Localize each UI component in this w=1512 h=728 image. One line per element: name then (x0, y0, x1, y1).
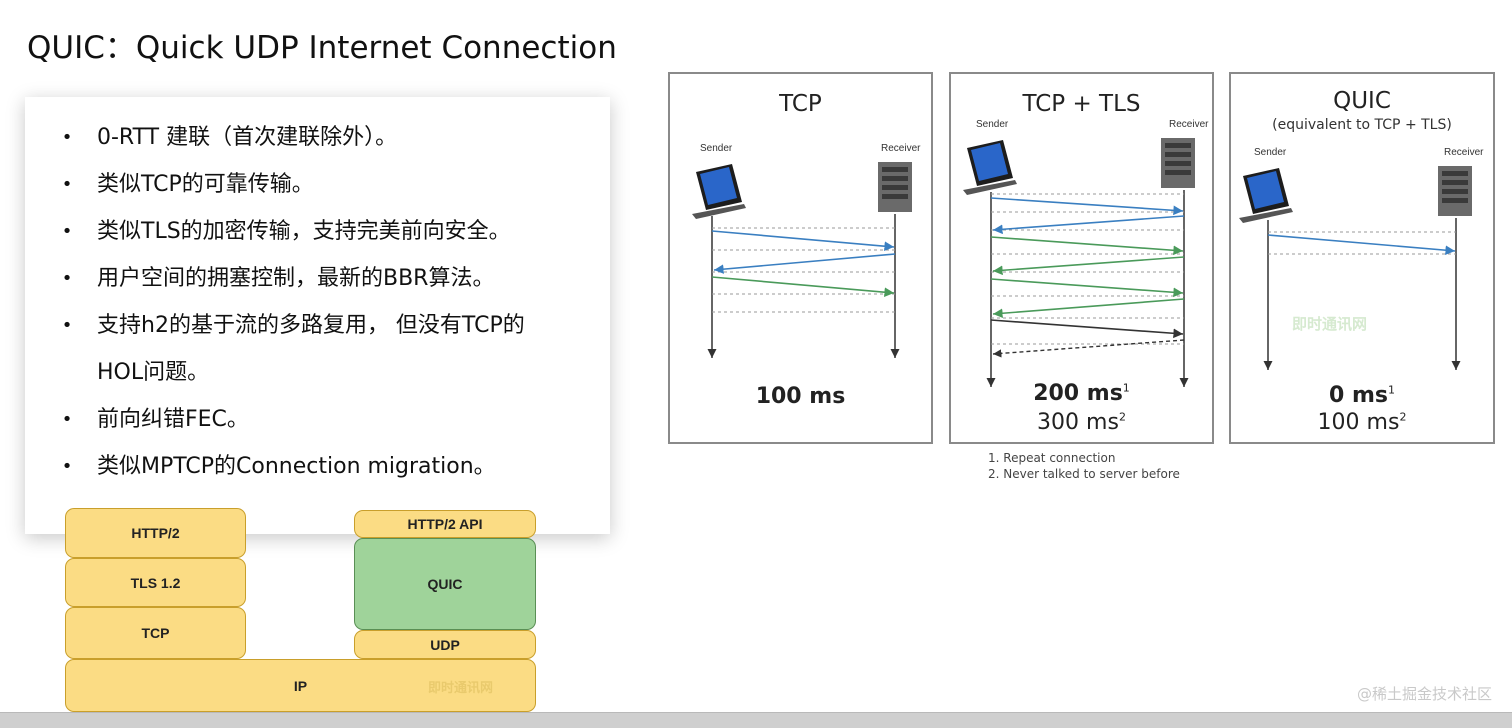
list-item: •类似TCP的可靠传输。 (57, 161, 525, 208)
page-title: QUIC：Quick UDP Internet Connection (27, 30, 617, 66)
laptop-icon (1239, 168, 1293, 223)
server-icon (1161, 138, 1195, 188)
receiver-label: Receiver (1444, 147, 1484, 158)
corner-watermark: @稀土掘金技术社区 (1356, 685, 1492, 703)
tcp-panel: TCP Sender Receiver 100 ms (668, 72, 933, 444)
stack-tls-box: TLS 1.2 (65, 558, 246, 607)
tcp-sequence-diagram (692, 162, 912, 358)
quic-latency-first: 100 ms2 (1317, 410, 1407, 435)
list-item: •0-RTT 建联（首次建联除外）。 (57, 114, 525, 161)
tls-latency-repeat: 200 ms1 (1033, 381, 1130, 406)
feature-card: •0-RTT 建联（首次建联除外）。 •类似TCP的可靠传输。 •类似TLS的加… (25, 97, 610, 534)
bullet-icon: • (61, 409, 73, 430)
tls-sequence-diagram (963, 138, 1195, 387)
sender-label: Sender (700, 143, 733, 154)
stack-ip-box: IP (65, 659, 536, 712)
quic-panel-title: QUIC (1333, 88, 1391, 114)
bullet-icon: • (61, 127, 73, 148)
quic-sequence-diagram (1239, 166, 1472, 370)
list-item: •用户空间的拥塞控制，最新的BBR算法。 (57, 255, 525, 302)
list-item: •类似TLS的加密传输，支持完美前向安全。 (57, 208, 525, 255)
sender-label: Sender (1254, 147, 1287, 158)
list-item: •前向纠错FEC。 (57, 396, 525, 443)
footnote-1: 1. Repeat connection (988, 451, 1116, 465)
bullet-icon: • (61, 456, 73, 477)
sender-label: Sender (976, 119, 1009, 130)
feature-list: •0-RTT 建联（首次建联除外）。 •类似TCP的可靠传输。 •类似TLS的加… (57, 114, 525, 490)
server-icon (1438, 166, 1472, 216)
tcp-latency: 100 ms (755, 384, 846, 409)
receiver-label: Receiver (1169, 119, 1209, 130)
laptop-icon (692, 164, 746, 219)
server-icon (878, 162, 912, 212)
bullet-icon: • (61, 315, 73, 336)
footnote-2: 2. Never talked to server before (988, 467, 1180, 481)
list-item-continuation: HOL问题。 (97, 360, 210, 385)
tcp-panel-title: TCP (779, 91, 822, 117)
quic-panel-subtitle: (equivalent to TCP + TLS) (1272, 117, 1452, 133)
bullet-icon: • (61, 268, 73, 289)
list-item: •类似MPTCP的Connection migration。 (57, 443, 525, 490)
receiver-label: Receiver (881, 143, 921, 154)
stack-http2-api-box: HTTP/2 API (354, 510, 536, 538)
stack-watermark: 即时通讯网 (428, 681, 494, 696)
bullet-icon: • (61, 174, 73, 195)
quic-latency-repeat: 0 ms1 (1329, 383, 1395, 408)
tls-latency-first: 300 ms2 (1037, 410, 1126, 435)
stack-quic-box: QUIC (354, 538, 536, 630)
quic-panel: QUIC (equivalent to TCP + TLS) Sender Re… (1229, 72, 1495, 444)
stack-udp-box: UDP (354, 630, 536, 659)
list-item: •支持h2的基于流的多路复用， 但没有TCP的 (57, 302, 525, 349)
stack-http2-box: HTTP/2 (65, 508, 246, 558)
laptop-icon (963, 140, 1017, 195)
bullet-icon: • (61, 221, 73, 242)
tls-panel-title: TCP + TLS (1022, 91, 1141, 117)
bottom-bar (0, 712, 1512, 728)
tls-panel: TCP + TLS Sender Receiver 200 ms1 300 ms… (949, 72, 1214, 444)
panel-watermark: 即时通讯网 (1292, 315, 1368, 333)
stack-tcp-box: TCP (65, 607, 246, 659)
